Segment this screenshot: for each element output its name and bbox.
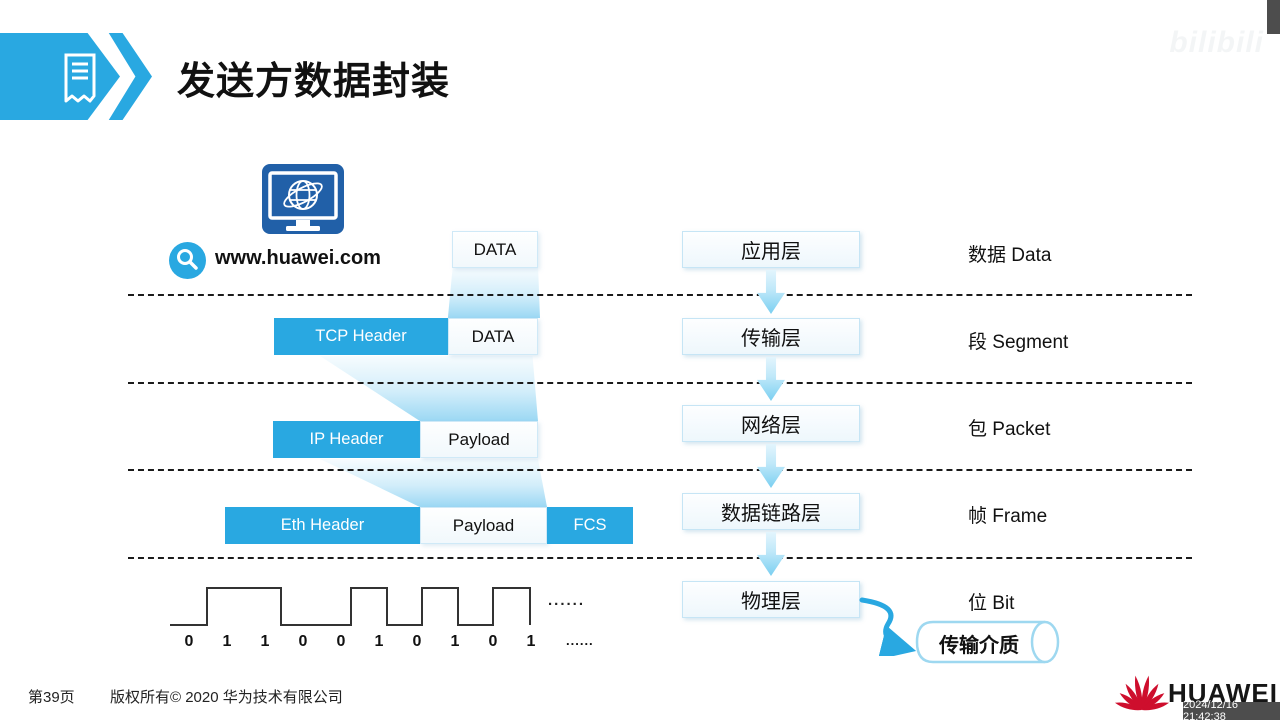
signal-waveform [170, 587, 531, 626]
page-title: 发送方数据封装 [177, 61, 451, 103]
layer-separator [128, 469, 1192, 471]
pdu-box-data: DATA [452, 231, 538, 268]
pdu-name-bit: 位 Bit [968, 593, 1015, 614]
down-arrow-icon [757, 270, 785, 314]
curved-arrow-icon [859, 597, 917, 656]
search-icon [169, 242, 206, 279]
copyright-text: 版权所有© 2020 华为技术有限公司 [110, 689, 343, 706]
bilibili-watermark: bilibili [1169, 26, 1264, 59]
encapsulation-funnel [320, 356, 538, 421]
player-corner-overlay [1267, 0, 1280, 34]
bit-value: 0 [298, 633, 308, 650]
huawei-logo-icon [1114, 675, 1170, 711]
encapsulation-funnel [447, 268, 540, 318]
bit-value: 1 [374, 633, 384, 650]
down-arrow-icon [757, 532, 785, 576]
pdu-box-tcp-header: TCP Header [274, 318, 448, 355]
pdu-box-ip-header: IP Header [273, 421, 420, 458]
layer-box-physical: 物理层 [682, 581, 860, 618]
bit-value: 0 [488, 633, 498, 650]
transmission-medium-label: 传输介质 [939, 635, 1019, 657]
video-timestamp: 2024/12/16 21:42:38 [1183, 699, 1280, 723]
layer-separator [128, 294, 1192, 296]
client-url: www.huawei.com [215, 247, 381, 269]
waveform-ellipsis: ...... [548, 592, 586, 609]
bit-value: 0 [184, 633, 194, 650]
layer-box-network: 网络层 [682, 405, 860, 442]
bit-value: 1 [222, 633, 232, 650]
document-icon [64, 53, 96, 103]
transmission-medium-cylinder [915, 620, 1060, 664]
layer-box-application: 应用层 [682, 231, 860, 268]
pdu-name-data: 数据 Data [968, 245, 1052, 266]
pdu-box-payload: Payload [420, 421, 538, 458]
pdu-name-packet: 包 Packet [968, 419, 1051, 440]
layer-separator [128, 557, 1192, 559]
pdu-box-payload: Payload [420, 507, 547, 544]
down-arrow-icon [757, 357, 785, 401]
layer-box-transport: 传输层 [682, 318, 860, 355]
pdu-name-frame: 帧 Frame [968, 506, 1048, 527]
encapsulation-funnel [320, 459, 547, 507]
bit-value: 1 [450, 633, 460, 650]
bit-value: 0 [412, 633, 422, 650]
layer-separator [128, 382, 1192, 384]
computer-globe-icon [262, 164, 344, 234]
bit-value: 1 [260, 633, 270, 650]
bit-value: 0 [336, 633, 346, 650]
pdu-name-segment: 段 Segment [968, 332, 1069, 353]
pdu-box-eth-header: Eth Header [225, 507, 420, 544]
pdu-box-fcs: FCS [547, 507, 633, 544]
page-number: 第39页 [28, 689, 75, 706]
bit-value: 1 [526, 633, 536, 650]
layer-box-datalink: 数据链路层 [682, 493, 860, 530]
bits-ellipsis: ...... [566, 633, 594, 648]
down-arrow-icon [757, 444, 785, 488]
pdu-box-data: DATA [448, 318, 538, 355]
bit-sequence: 0 1 1 0 0 1 0 1 0 1 ...... [170, 633, 594, 651]
